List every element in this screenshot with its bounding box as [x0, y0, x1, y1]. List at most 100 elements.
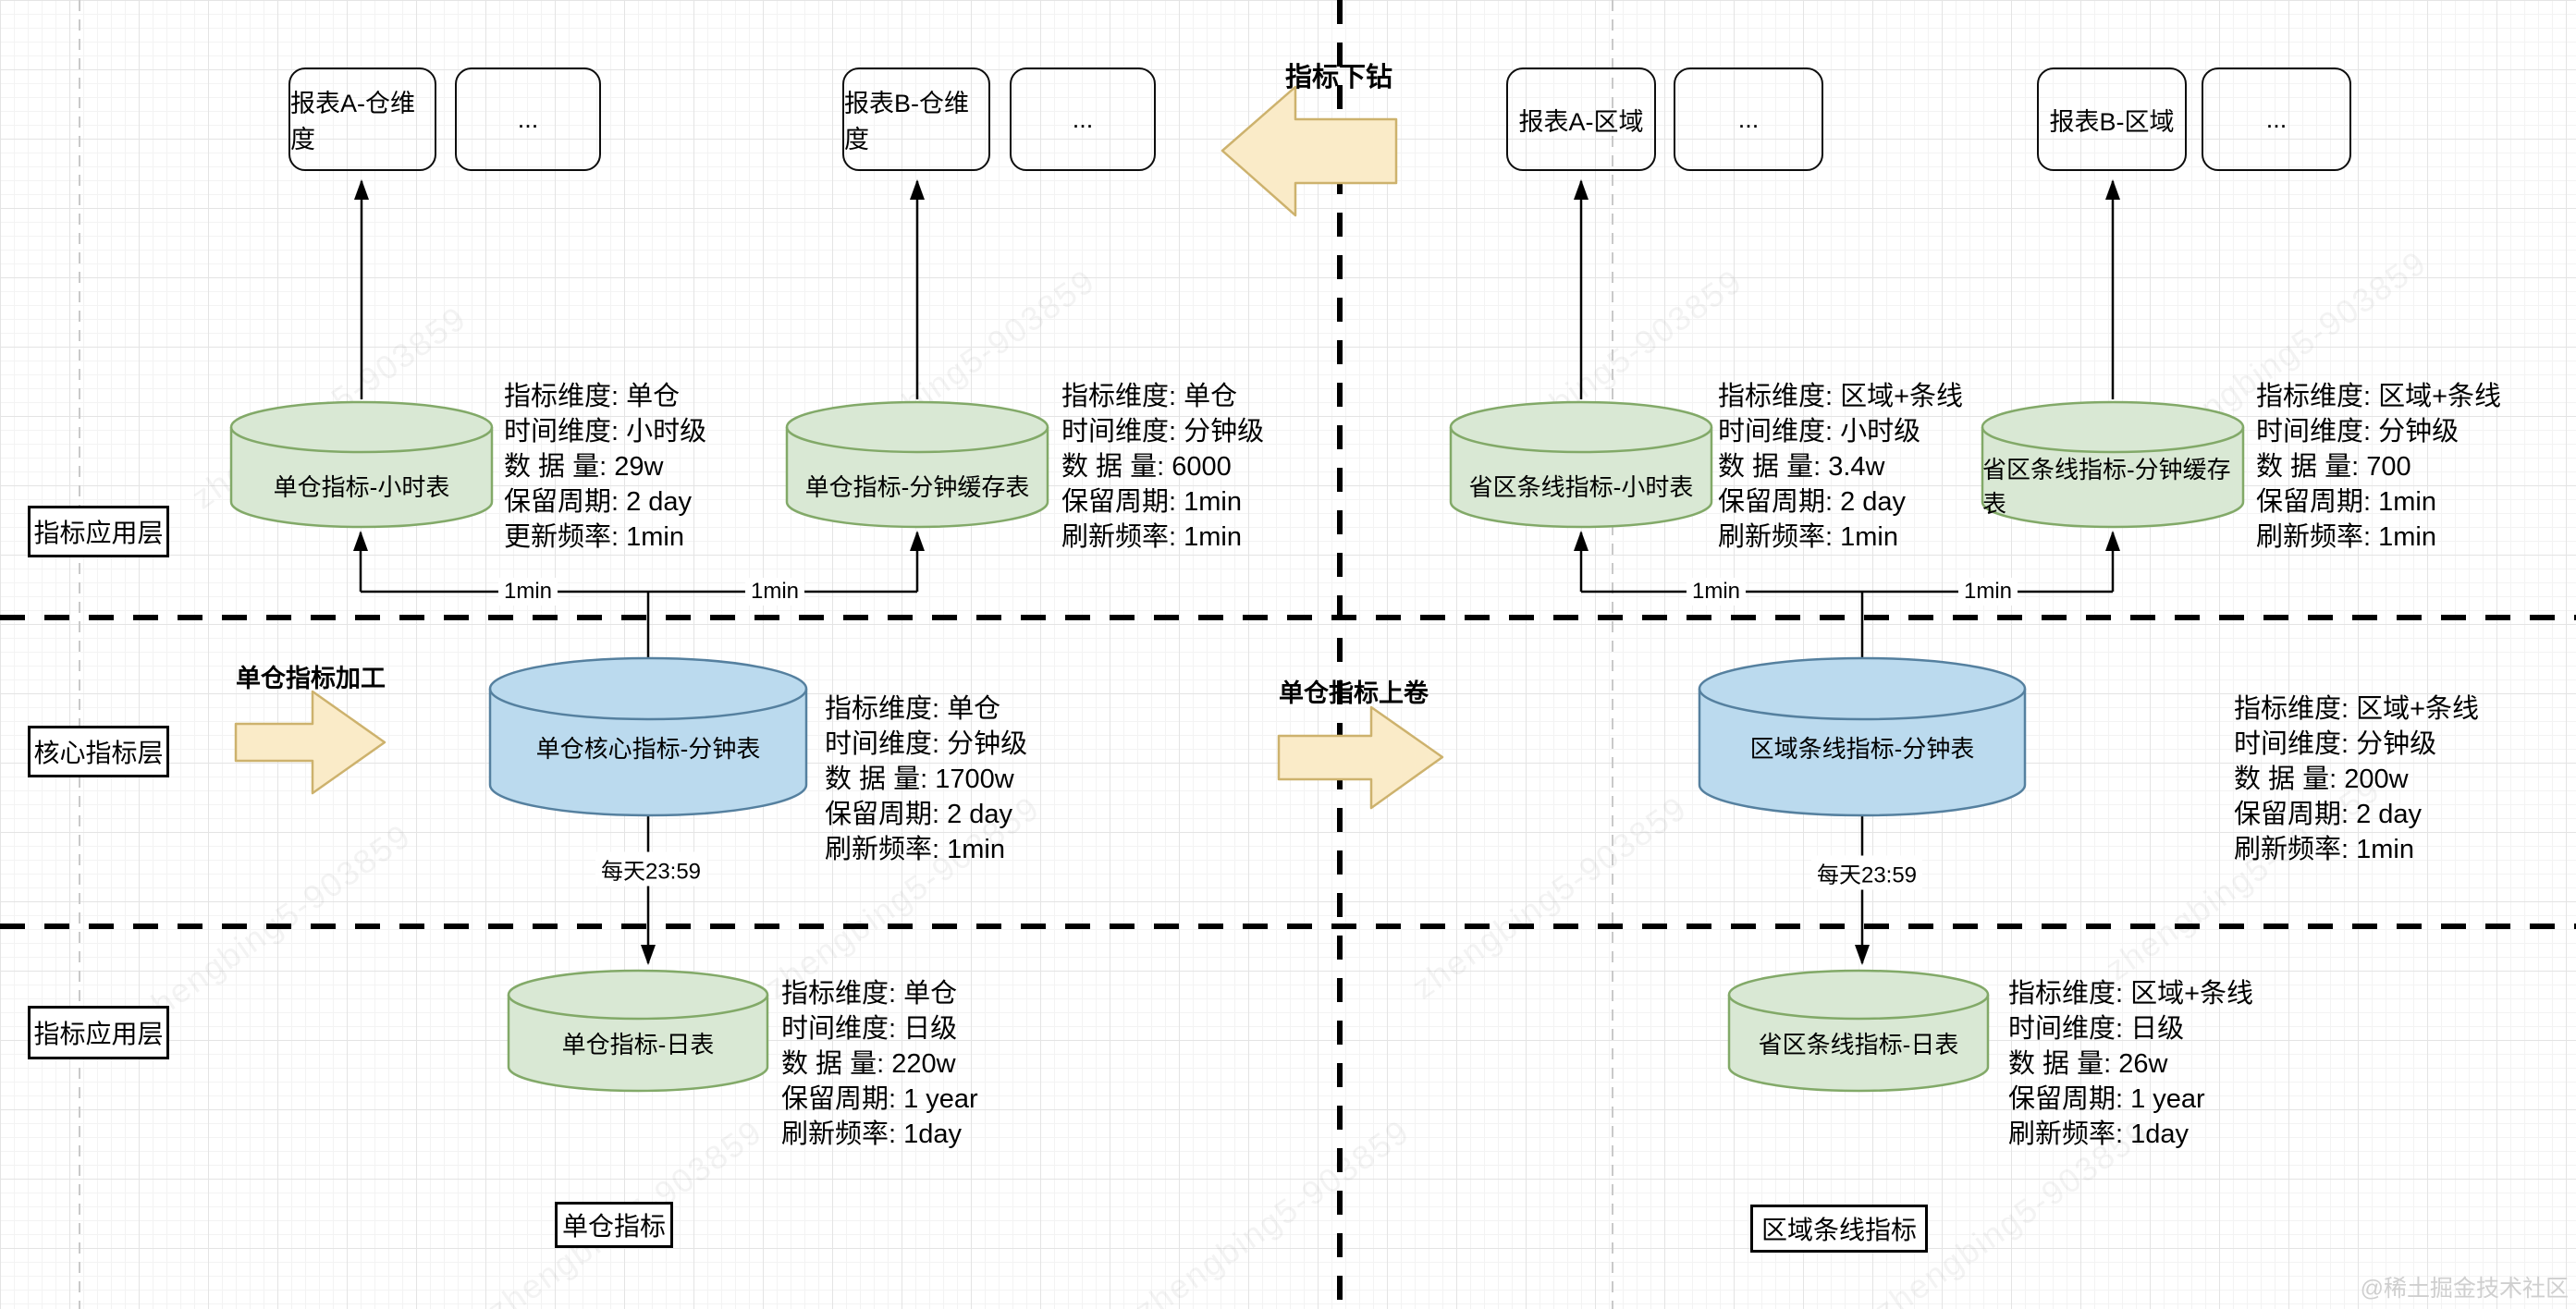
edge-label-1min: 1min	[744, 578, 805, 606]
annotation-line: 保留周期: 1 year	[781, 1084, 978, 1114]
layer-label-text: 指标应用层	[33, 1020, 164, 1048]
section-title-warehouse: 单仓指标	[555, 1202, 673, 1248]
annotation-block: 指标维度: 单仓 时间维度: 小时级 数 据 量: 29w 保留周期: 2 da…	[504, 379, 706, 555]
annotation-block: 指标维度: 单仓 时间维度: 日级 数 据 量: 220w 保留周期: 1 ye…	[781, 976, 978, 1152]
annotation-line: 数 据 量: 1700w	[825, 765, 1014, 794]
annotation-line: 数 据 量: 200w	[2234, 765, 2409, 794]
annotation-line: 数 据 量: 220w	[781, 1049, 956, 1079]
report-box-label: ...	[517, 104, 539, 133]
annotation-line: 时间维度: 日级	[781, 1014, 958, 1044]
cylinder-label: 省区条线指标-日表	[1758, 1030, 1959, 1058]
annotation-line: 保留周期: 1 year	[2008, 1084, 2205, 1114]
annotation-line: 更新频率: 1min	[504, 522, 684, 552]
cylinder-region-minute-cache	[1981, 400, 2245, 529]
annotation-block: 指标维度: 区域+条线 时间维度: 分钟级 数 据 量: 200w 保留周期: …	[2234, 691, 2479, 867]
report-box: ...	[1010, 67, 1156, 171]
cylinder-label: 区域条线指标-分钟表	[1749, 734, 1975, 763]
edge-label-daily: 每天23:59	[1810, 855, 1923, 890]
section-title-text: 单仓指标	[561, 1212, 666, 1241]
rollup-arrow-shape	[1277, 705, 1444, 810]
edge-label-daily: 每天23:59	[595, 851, 707, 887]
annotation-line: 时间维度: 分钟级	[2234, 729, 2437, 759]
annotation-line: 保留周期: 1min	[1061, 487, 1242, 517]
edge-label-1min: 1min	[1957, 578, 2018, 606]
annotation-line: 时间维度: 小时级	[1718, 417, 1921, 447]
annotation-block: 指标维度: 区域+条线 时间维度: 日级 数 据 量: 26w 保留周期: 1 …	[2008, 976, 2253, 1152]
process-arrow-label: 单仓指标加工	[236, 665, 386, 692]
annotation-line: 刷新频率: 1day	[2008, 1119, 2189, 1149]
section-title-text: 区域条线指标	[1760, 1216, 1917, 1244]
annotation-line: 指标维度: 区域+条线	[2256, 382, 2502, 411]
layer-label-text: 指标应用层	[33, 519, 164, 547]
annotation-line: 指标维度: 区域+条线	[2234, 694, 2480, 724]
cylinder-region-hour	[1449, 400, 1713, 529]
annotation-block: 指标维度: 单仓 时间维度: 分钟级 数 据 量: 6000 保留周期: 1mi…	[1061, 379, 1264, 555]
edge-label-1min: 1min	[1686, 578, 1747, 606]
cylinder-region-day	[1727, 969, 1990, 1093]
cylinder-warehouse-day	[507, 969, 769, 1093]
annotation-line: 保留周期: 2 day	[2234, 800, 2423, 829]
report-box: ...	[455, 67, 601, 171]
cylinder-label: 单仓指标-分钟缓存表	[804, 472, 1030, 501]
report-box-label: 报表A-区域	[1518, 107, 1644, 136]
layer-label-text: 核心指标层	[33, 739, 164, 767]
annotation-line: 保留周期: 1min	[2256, 487, 2436, 517]
cylinder-label: 省区条线指标-小时表	[1468, 472, 1694, 501]
process-arrow-shape	[234, 690, 386, 795]
annotation-block: 指标维度: 单仓 时间维度: 分钟级 数 据 量: 1700w 保留周期: 2 …	[825, 691, 1027, 867]
cylinder-warehouse-minute-cache	[785, 400, 1049, 529]
annotation-line: 刷新频率: 1min	[1718, 522, 1898, 552]
annotation-line: 指标维度: 单仓	[504, 382, 681, 411]
annotation-line: 时间维度: 分钟级	[2256, 417, 2459, 447]
report-box-label: ...	[1072, 104, 1094, 133]
annotation-line: 数 据 量: 26w	[2008, 1049, 2168, 1079]
edge-label-1min: 1min	[497, 578, 558, 606]
annotation-line: 刷新频率: 1min	[2256, 522, 2436, 552]
annotation-line: 刷新频率: 1day	[781, 1119, 962, 1149]
annotation-line: 指标维度: 单仓	[781, 979, 958, 1009]
report-box: ...	[1674, 67, 1823, 171]
annotation-block: 指标维度: 区域+条线 时间维度: 小时级 数 据 量: 3.4w 保留周期: …	[1718, 379, 1963, 555]
cylinder-region-minute	[1698, 656, 2027, 817]
annotation-line: 时间维度: 分钟级	[1061, 417, 1265, 447]
cylinder-label: 单仓指标-日表	[561, 1030, 715, 1058]
cylinder-label: 省区条线指标-分钟缓存表	[1982, 456, 2231, 518]
annotation-line: 数 据 量: 700	[2256, 452, 2411, 482]
annotation-line: 时间维度: 小时级	[504, 417, 707, 447]
report-box: ...	[2202, 67, 2351, 171]
report-box: 报表A-仓维度	[288, 67, 436, 171]
drill-down-arrow-label: 指标下钻	[1284, 63, 1393, 92]
annotation-line: 刷新频率: 1min	[1061, 522, 1242, 552]
cylinder-label: 单仓核心指标-分钟表	[535, 734, 761, 763]
annotation-line: 保留周期: 2 day	[504, 487, 693, 517]
report-box-label: 报表B-仓维度	[844, 90, 969, 153]
corner-watermark: @稀土掘金技术社区	[2360, 1276, 2569, 1302]
annotation-line: 保留周期: 2 day	[1718, 487, 1907, 517]
report-box: 报表B-仓维度	[842, 67, 990, 171]
annotation-line: 指标维度: 区域+条线	[1718, 382, 1964, 411]
rollup-arrow-label: 单仓指标上卷	[1279, 679, 1429, 707]
annotation-line: 数 据 量: 6000	[1061, 452, 1232, 482]
cylinder-label: 单仓指标-小时表	[273, 472, 450, 501]
annotation-line: 刷新频率: 1min	[825, 835, 1005, 864]
report-box-label: 报表B-区域	[2049, 107, 2175, 136]
layer-label-app-top: 指标应用层	[28, 506, 169, 557]
report-box-label: ...	[1737, 104, 1760, 133]
report-box-label: ...	[2265, 104, 2288, 133]
drill-down-arrow-shape	[1221, 85, 1398, 217]
cylinder-warehouse-core-minute	[488, 656, 808, 817]
layer-label-app-bottom: 指标应用层	[28, 1006, 169, 1059]
layer-label-core: 核心指标层	[28, 726, 169, 777]
annotation-line: 指标维度: 单仓	[825, 694, 1001, 724]
cylinder-warehouse-hour	[229, 400, 494, 529]
annotation-line: 数 据 量: 3.4w	[1718, 452, 1885, 482]
report-box: 报表A-区域	[1506, 67, 1656, 171]
annotation-line: 数 据 量: 29w	[504, 452, 664, 482]
annotation-line: 时间维度: 日级	[2008, 1014, 2185, 1044]
report-box: 报表B-区域	[2037, 67, 2187, 171]
annotation-block: 指标维度: 区域+条线 时间维度: 分钟级 数 据 量: 700 保留周期: 1…	[2256, 379, 2501, 555]
annotation-line: 指标维度: 区域+条线	[2008, 979, 2254, 1009]
annotation-line: 刷新频率: 1min	[2234, 835, 2414, 864]
annotation-line: 指标维度: 单仓	[1061, 382, 1238, 411]
